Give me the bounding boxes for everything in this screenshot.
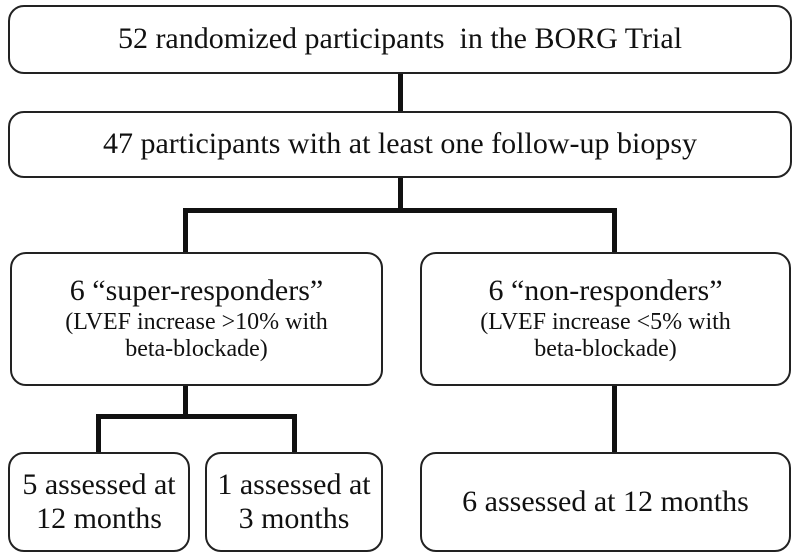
super-12-months-line2: 12 months [36,502,162,535]
box-super-12-months: 5 assessed at 12 months [8,452,190,552]
connector-super-right [292,414,297,454]
connector-branch-right [612,208,617,254]
non-12-months-text: 6 assessed at 12 months [462,484,749,518]
super-responders-title: 6 “super-responders” [69,274,324,308]
connector-top-middle [398,72,403,112]
non-responders-detail-line1: (LVEF increase <5% with [480,308,731,335]
connector-super-horizontal [96,414,297,419]
connector-branch-horizontal [183,208,617,213]
super-12-months-line1: 5 assessed at [22,467,176,501]
box-randomized-participants: 52 randomized participants in the BORG T… [8,5,792,74]
super-3-months-line1: 1 assessed at [217,467,371,501]
non-responders-detail-line2: beta-blockade) [534,336,677,363]
super-responders-detail-line2: beta-blockade) [125,336,268,363]
connector-non-trunk [612,384,617,454]
connector-middle-trunk [398,176,403,212]
connector-super-left [96,414,101,454]
box-followup-biopsy: 47 participants with at least one follow… [8,111,792,178]
super-3-months-line2: 3 months [238,502,350,535]
box-randomized-participants-text: 52 randomized participants in the BORG T… [117,22,683,56]
box-followup-biopsy-text: 47 participants with at least one follow… [102,127,698,161]
box-super-responders: 6 “super-responders” (LVEF increase >10%… [10,252,383,386]
box-non-12-months: 6 assessed at 12 months [420,452,791,552]
box-super-3-months: 1 assessed at 3 months [205,452,383,552]
non-responders-title: 6 “non-responders” [488,274,723,308]
connector-super-trunk [183,384,188,418]
box-non-responders: 6 “non-responders” (LVEF increase <5% wi… [420,252,791,386]
connector-branch-left [183,208,188,254]
super-responders-detail-line1: (LVEF increase >10% with [65,308,328,335]
